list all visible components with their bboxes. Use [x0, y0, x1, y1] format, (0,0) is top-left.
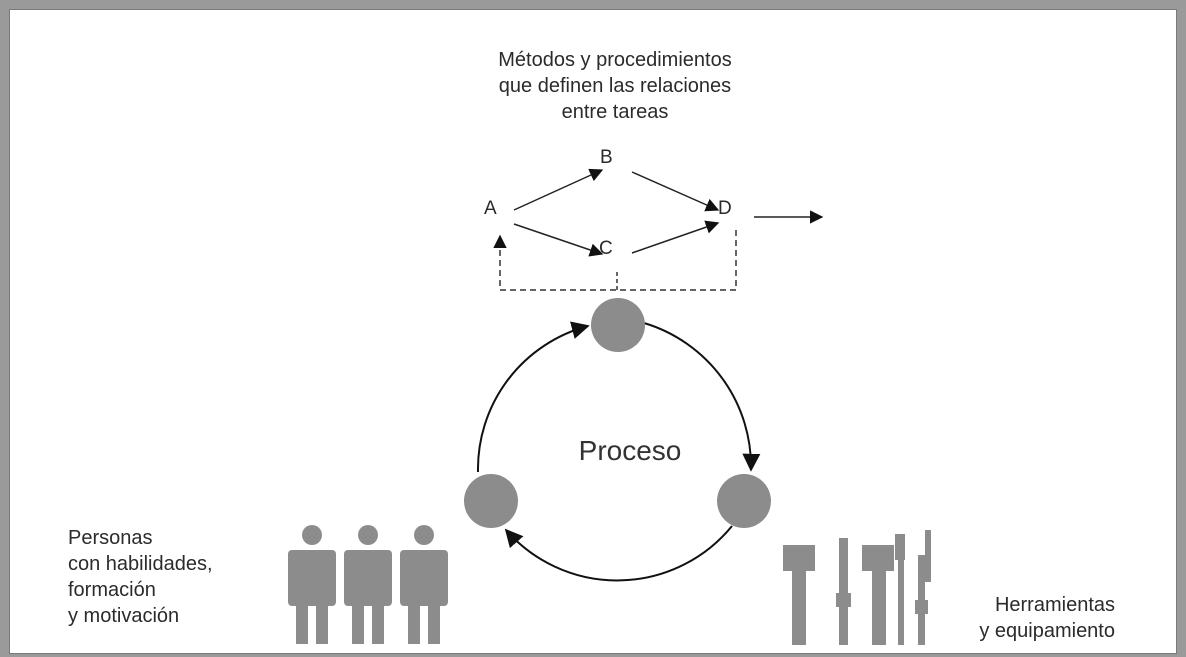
tool-icon [915, 530, 931, 645]
tool-icon [895, 534, 905, 645]
node-c: C [599, 238, 613, 259]
methods-label: Métodos y procedimientos que definen las… [415, 47, 815, 125]
feedback-dashed-loop [493, 230, 737, 291]
methods-label-line: entre tareas [561, 101, 669, 123]
diagram-frame: Métodos y procedimientos que definen las… [9, 9, 1177, 654]
people-label-line: con habilidades, [68, 553, 213, 575]
tools-label-line: Herramientas [994, 594, 1115, 616]
process-node-top [591, 298, 645, 352]
methods-label-line: Métodos y procedimientos [498, 49, 732, 71]
process-node-right [717, 474, 771, 528]
cycle-arrow-left-to-top [476, 321, 590, 473]
tool-icon [862, 545, 894, 645]
arrow-a-to-c [513, 223, 604, 257]
person-icon [400, 525, 448, 644]
methods-label-line: que definen las relaciones [498, 75, 732, 97]
node-d: D [718, 198, 732, 219]
tools-icon [783, 530, 931, 645]
people-label: Personas con habilidades, formación y mo… [68, 525, 288, 629]
node-a: A [484, 198, 497, 219]
tools-label-line: y equipamiento [979, 620, 1115, 642]
cycle-arrow-right-to-left [504, 525, 733, 582]
cycle-arrow-top-to-right [643, 322, 761, 472]
person-icon [344, 525, 392, 644]
arrow-b-to-d [631, 171, 720, 212]
process-node-left [464, 474, 518, 528]
tools-label: Herramientas y equipamiento [900, 592, 1115, 644]
people-label-line: y motivación [68, 605, 180, 627]
process-label: Proceso [578, 435, 682, 466]
tool-icon [783, 545, 815, 645]
node-b: B [600, 147, 613, 168]
arrow-c-to-d [631, 220, 720, 254]
people-label-line: Personas [68, 527, 153, 549]
diagram-canvas [288, 168, 931, 645]
people-label-line: formación [68, 579, 156, 601]
tool-icon [836, 538, 851, 645]
people-icon [288, 525, 448, 644]
arrow-a-to-b [513, 168, 604, 211]
person-icon [288, 525, 336, 644]
